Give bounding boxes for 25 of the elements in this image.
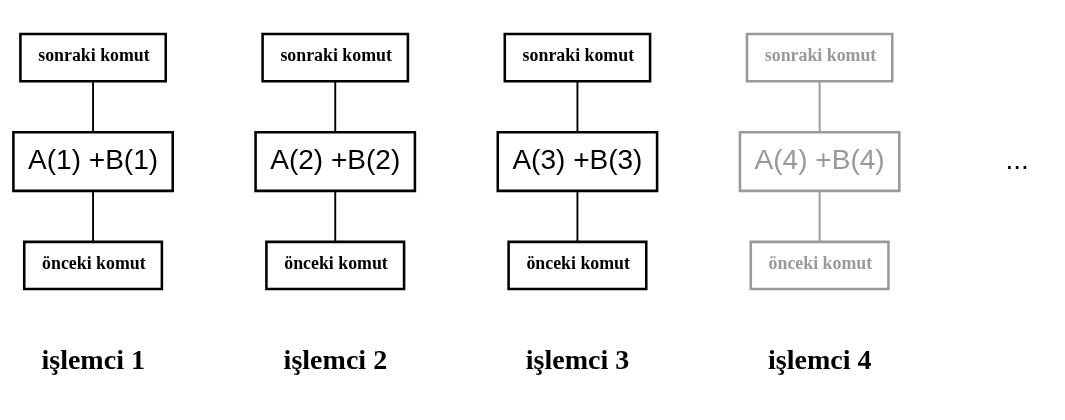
connector	[818, 80, 821, 133]
connector	[334, 80, 337, 133]
node-box: A(4) +B(4)	[738, 130, 901, 193]
label: işlemci 4	[767, 343, 872, 375]
node-box: A(1) +B(1)	[12, 130, 174, 193]
node-box: sonraki komut	[19, 32, 167, 83]
node-box: önceki komut	[507, 240, 648, 291]
node-box: A(3) +B(3)	[496, 130, 659, 193]
node-box: önceki komut	[265, 240, 406, 291]
label: ...	[1005, 143, 1029, 175]
connector	[818, 190, 821, 243]
connector	[92, 190, 95, 243]
node-box: sonraki komut	[261, 32, 410, 83]
node-box: önceki komut	[749, 240, 890, 291]
node-box: sonraki komut	[745, 32, 894, 83]
connector	[92, 80, 95, 133]
label: işlemci 2	[283, 343, 388, 375]
connector	[576, 80, 579, 133]
node-box: sonraki komut	[503, 32, 652, 83]
node-box: A(2) +B(2)	[254, 130, 417, 193]
connector	[334, 190, 337, 243]
node-box: önceki komut	[22, 240, 164, 291]
connector	[576, 190, 579, 243]
label: işlemci 1	[41, 343, 145, 375]
label: işlemci 3	[525, 343, 630, 375]
